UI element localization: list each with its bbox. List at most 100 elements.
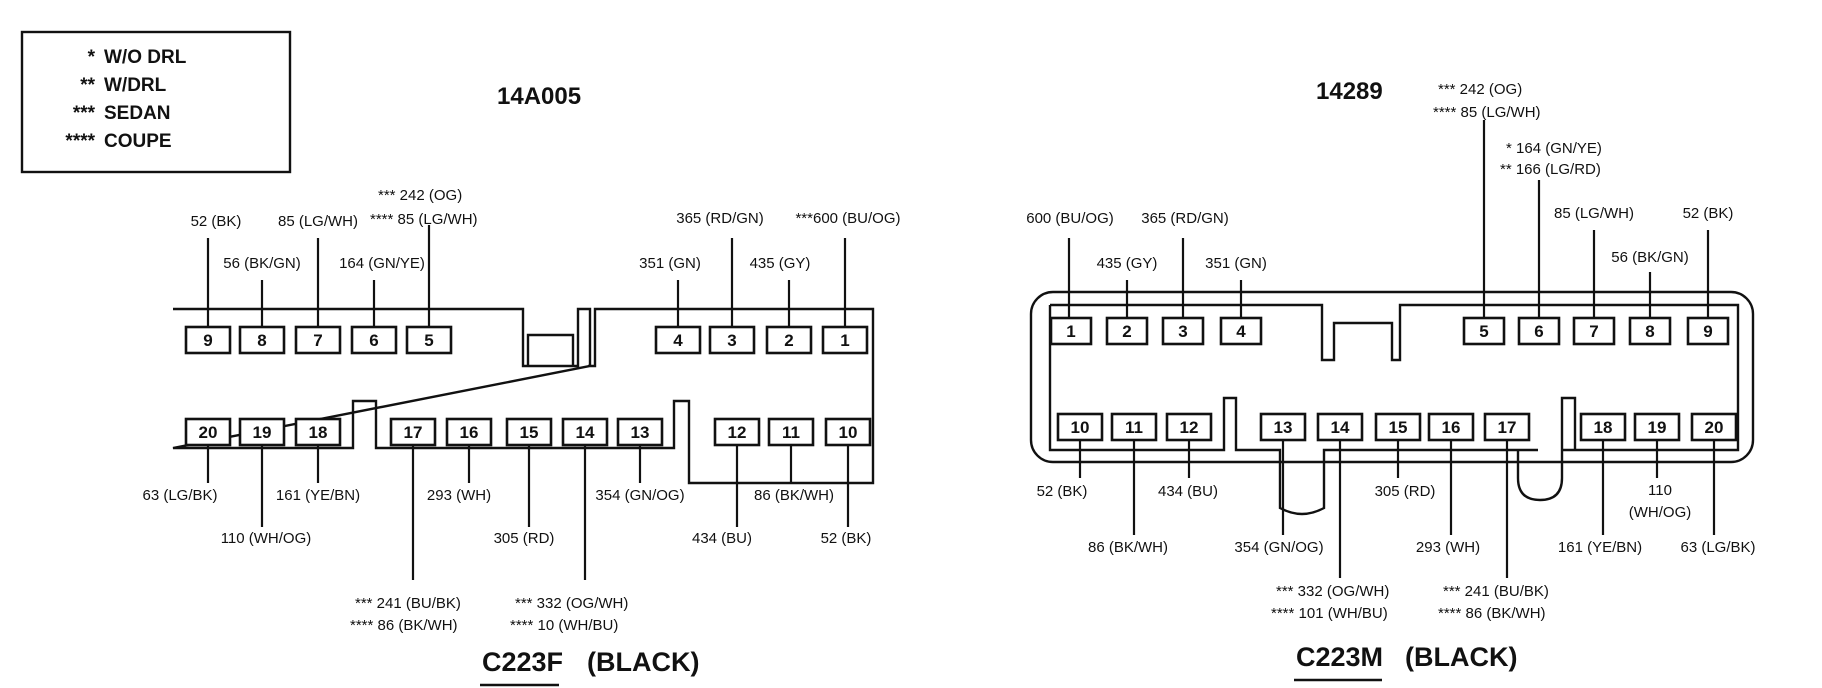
label-pin19-line2: (WH/OG): [1629, 504, 1691, 521]
label-pin6-wdrl: ** 166 (LG/RD): [1500, 161, 1601, 178]
pin-16: 16: [1427, 412, 1475, 442]
svg-text:6: 6: [1534, 322, 1543, 341]
label-pin6-wodrl: * 164 (GN/YE): [1506, 140, 1602, 157]
pin-10: 10: [824, 417, 872, 447]
svg-text:11: 11: [1125, 418, 1143, 437]
svg-text:3: 3: [727, 331, 736, 350]
label-pin17-sedan: *** 241 (BU/BK): [1443, 583, 1549, 600]
pin-8: 8: [238, 325, 286, 355]
svg-text:8: 8: [1645, 322, 1654, 341]
label-pin2: 435 (GY): [1097, 255, 1158, 272]
label-pin19-line1: 110: [1648, 482, 1672, 499]
pin-2: 2: [1105, 316, 1149, 346]
connector-c223f: 14A005 9 8 7 6 5 4 3 2 1: [142, 83, 901, 687]
pin-17: 17: [1483, 412, 1531, 442]
label-pin16: 293 (WH): [427, 487, 491, 504]
pin-15: 15: [1374, 412, 1422, 442]
connector-color-left: (BLACK): [587, 647, 699, 677]
label-pin12: 434 (BU): [1158, 483, 1218, 500]
label-pin8: 56 (BK/GN): [1611, 249, 1689, 266]
label-pin18: 161 (YE/BN): [276, 487, 360, 504]
svg-text:18: 18: [309, 423, 328, 442]
label-pin1: ***600 (BU/OG): [795, 210, 900, 227]
pin-17: 17: [389, 417, 437, 447]
part-number-14289: 14289: [1316, 78, 1383, 105]
label-pin4: 351 (GN): [639, 255, 701, 272]
connector-body-c223m: [1048, 303, 1740, 516]
pin-5: 5: [1462, 316, 1506, 346]
label-pin6: 164 (GN/YE): [339, 255, 425, 272]
label-pin8: 56 (BK/GN): [223, 255, 301, 272]
svg-text:11: 11: [782, 423, 800, 442]
label-pin7: 85 (LG/WH): [278, 213, 358, 230]
label-pin13: 354 (GN/OG): [1234, 539, 1323, 556]
pin-7: 7: [1572, 316, 1616, 346]
connector-color-right: (BLACK): [1405, 642, 1517, 672]
svg-text:9: 9: [203, 331, 212, 350]
label-pin5-sedan: *** 242 (OG): [378, 187, 462, 204]
connector-body-c223f: [172, 307, 875, 485]
legend-mark-2: **: [80, 75, 95, 96]
svg-text:14: 14: [1331, 418, 1350, 437]
svg-text:14: 14: [576, 423, 595, 442]
svg-text:19: 19: [253, 423, 272, 442]
legend-text-2: W/DRL: [104, 75, 167, 96]
pin-11: 11: [1110, 412, 1158, 442]
svg-text:2: 2: [784, 331, 793, 350]
label-pin1: 600 (BU/OG): [1026, 210, 1114, 227]
pin-19: 19: [1633, 412, 1681, 442]
label-pin11: 86 (BK/WH): [754, 487, 834, 504]
svg-text:13: 13: [1274, 418, 1293, 437]
label-pin14-sedan: *** 332 (OG/WH): [1276, 583, 1389, 600]
legend-mark-1: *: [88, 47, 96, 68]
label-pin10: 52 (BK): [821, 530, 872, 547]
label-pin13: 354 (GN/OG): [595, 487, 684, 504]
pin-10: 10: [1056, 412, 1104, 442]
pin-19: 19: [238, 417, 286, 447]
legend: * W/O DRL ** W/DRL *** SEDAN **** COUPE: [20, 30, 292, 174]
label-pin5-sedan: *** 242 (OG): [1438, 81, 1522, 98]
label-pin10: 52 (BK): [1037, 483, 1088, 500]
svg-text:1: 1: [1066, 322, 1075, 341]
legend-text-3: SEDAN: [104, 103, 171, 124]
pin-2: 2: [765, 325, 813, 355]
svg-text:12: 12: [1180, 418, 1199, 437]
svg-text:13: 13: [631, 423, 650, 442]
pin-13: 13: [616, 417, 664, 447]
pin-15: 15: [505, 417, 553, 447]
svg-text:8: 8: [257, 331, 266, 350]
svg-text:5: 5: [1479, 322, 1488, 341]
connector-id-c223f: C223F: [482, 647, 563, 677]
pin-12: 12: [1165, 412, 1213, 442]
label-pin15: 305 (RD): [494, 530, 555, 547]
part-number-14a005: 14A005: [497, 83, 581, 110]
pin-6: 6: [350, 325, 398, 355]
legend-mark-3: ***: [73, 103, 96, 124]
label-pin19: 110 (WH/OG): [221, 530, 312, 547]
label-pin9: 52 (BK): [1683, 205, 1734, 222]
pin-14: 14: [1316, 412, 1364, 442]
label-pin20: 63 (LG/BK): [1680, 539, 1755, 556]
svg-text:5: 5: [424, 331, 433, 350]
pin-16: 16: [445, 417, 493, 447]
svg-text:17: 17: [1498, 418, 1517, 437]
connector-id-c223m: C223M: [1296, 642, 1383, 672]
label-pin17-coupe: **** 86 (BK/WH): [1438, 605, 1546, 622]
pin-18: 18: [294, 417, 342, 447]
svg-text:1: 1: [840, 331, 849, 350]
label-pin18: 161 (YE/BN): [1558, 539, 1642, 556]
label-pin5-coupe: **** 85 (LG/WH): [1433, 104, 1541, 121]
pin-3: 3: [1161, 316, 1205, 346]
pin-1: 1: [1049, 316, 1093, 346]
label-pin12: 434 (BU): [692, 530, 752, 547]
pin-14: 14: [561, 417, 609, 447]
label-pin20: 63 (LG/BK): [142, 487, 217, 504]
label-pin9: 52 (BK): [191, 213, 242, 230]
legend-text-1: W/O DRL: [104, 47, 187, 68]
pin-20: 20: [184, 417, 232, 447]
svg-text:15: 15: [1389, 418, 1408, 437]
label-pin5-coupe: **** 85 (LG/WH): [370, 211, 478, 228]
pin-9: 9: [184, 325, 232, 355]
svg-text:3: 3: [1178, 322, 1187, 341]
